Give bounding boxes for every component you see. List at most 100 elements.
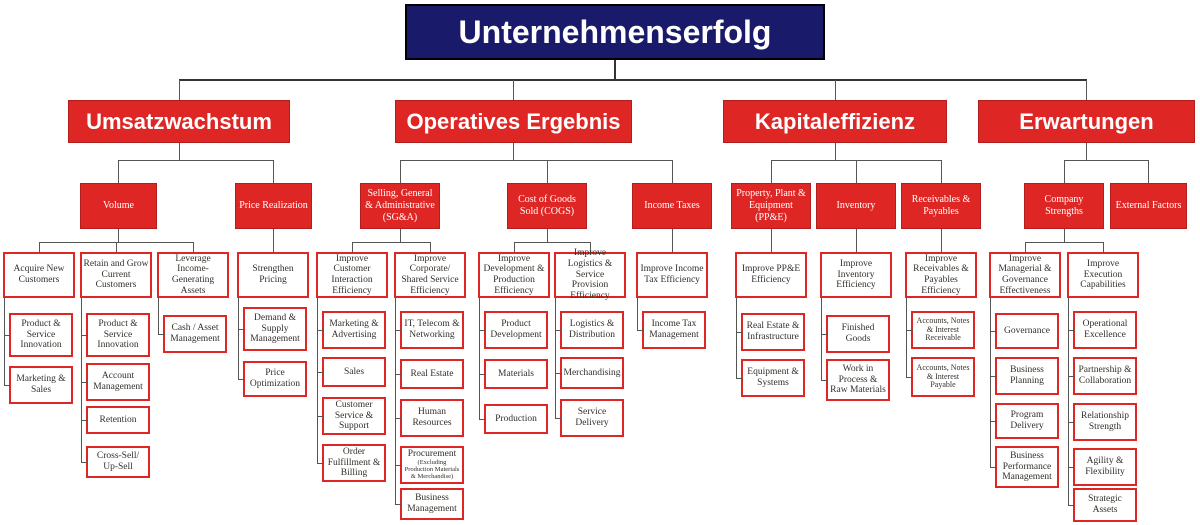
connector xyxy=(614,60,616,80)
node-improve-customer-interaction-efficiency: Improve Customer Interaction Efficiency xyxy=(316,252,388,298)
connector xyxy=(118,160,119,183)
leaf-human-resources: Human Resources xyxy=(395,399,464,437)
leaf-accounts-notes-interest-payable: Accounts, Notes & Interest Payable xyxy=(906,357,975,397)
connector xyxy=(238,298,239,379)
node-improve-ppe-efficiency: Improve PP&E Efficiency xyxy=(735,252,807,298)
connector xyxy=(1086,143,1087,160)
leaf-business-performance-management: Business Performance Management xyxy=(990,446,1059,488)
leaf-product-service-innovation: Product & Service Innovation xyxy=(4,313,73,357)
connector xyxy=(672,229,673,252)
leaf-income-tax-management: Income Tax Management xyxy=(637,311,706,349)
connector xyxy=(513,80,514,100)
leaf-demand-supply-management: Demand & Supply Management xyxy=(238,307,307,351)
node-volume: Volume xyxy=(80,183,157,229)
connector xyxy=(514,242,515,252)
node-retain-grow-customers: Retain and Grow Current Customers xyxy=(80,252,152,298)
connector xyxy=(513,143,514,160)
connector xyxy=(821,298,822,380)
leaf-real-estate: Real Estate xyxy=(395,359,464,389)
node-improve-development-production-efficiency: Improve Development & Production Efficie… xyxy=(478,252,550,298)
node-improve-managerial-governance-effectiveness: Improve Managerial & Governance Effectiv… xyxy=(989,252,1061,298)
node-ppe: Property, Plant & Equipment (PP&E) xyxy=(731,183,811,229)
leaf-price-optimization: Price Optimization xyxy=(238,361,307,397)
leaf-partnership-collaboration: Partnership & Collaboration xyxy=(1068,357,1137,395)
node-strengthen-pricing: Strengthen Pricing xyxy=(237,252,309,298)
connector xyxy=(672,160,673,183)
branch-operatives-ergebnis: Operatives Ergebnis xyxy=(395,100,632,143)
connector xyxy=(273,160,274,183)
leaf-accounts-notes-interest-receivable: Accounts, Notes & Interest Receivable xyxy=(906,311,975,349)
connector xyxy=(514,242,590,243)
leaf-real-estate-infrastructure: Real Estate & Infrastructure xyxy=(736,313,805,351)
connector xyxy=(990,298,991,467)
connector xyxy=(835,143,836,160)
connector xyxy=(4,298,5,385)
connector xyxy=(941,160,942,183)
connector xyxy=(637,298,638,330)
leaf-procurement-label: Procurement xyxy=(407,449,457,460)
connector xyxy=(352,242,353,252)
connector xyxy=(1064,160,1149,161)
leaf-production: Production xyxy=(479,404,548,434)
connector xyxy=(1025,242,1026,252)
leaf-it-telecom-networking: IT, Telecom & Networking xyxy=(395,311,464,349)
connector xyxy=(479,298,480,419)
connector xyxy=(547,160,548,183)
connector xyxy=(118,160,274,161)
connector xyxy=(179,80,180,100)
connector xyxy=(400,160,672,161)
node-external-factors: External Factors xyxy=(1110,183,1187,229)
leaf-materials: Materials xyxy=(479,359,548,389)
leaf-merchandising: Merchandising xyxy=(555,357,624,389)
connector xyxy=(590,242,591,252)
connector xyxy=(1148,160,1149,183)
leaf-agility-flexibility: Agility & Flexibility xyxy=(1068,448,1137,486)
connector xyxy=(1086,80,1087,100)
node-improve-inventory-efficiency: Improve Inventory Efficiency xyxy=(820,252,892,298)
node-company-strengths: Company Strengths xyxy=(1024,183,1104,229)
connector xyxy=(1064,229,1065,242)
leaf-equipment-systems: Equipment & Systems xyxy=(736,359,805,397)
branch-umsatzwachstum: Umsatzwachstum xyxy=(68,100,290,143)
connector xyxy=(179,143,180,160)
leaf-cross-sell-up-sell: Cross-Sell/ Up-Sell xyxy=(81,446,150,478)
node-improve-logistics-service-provision-efficiency: Improve Logistics & Service Provision Ef… xyxy=(554,248,626,301)
connector xyxy=(1103,242,1104,252)
leaf-business-management: Business Management xyxy=(395,488,464,520)
connector xyxy=(400,229,401,242)
connector xyxy=(906,298,907,377)
connector xyxy=(317,298,318,463)
connector xyxy=(430,242,431,252)
node-leverage-income-generating-assets: Leverage Income-Generating Assets xyxy=(157,252,229,298)
leaf-sales: Sales xyxy=(317,357,386,387)
leaf-program-delivery: Program Delivery xyxy=(990,403,1059,439)
connector xyxy=(856,160,857,183)
connector xyxy=(116,242,117,252)
leaf-service-delivery: Service Delivery xyxy=(555,399,624,437)
leaf-marketing-advertising: Marketing & Advertising xyxy=(317,311,386,349)
connector xyxy=(158,298,159,334)
connector xyxy=(395,298,396,504)
leaf-order-fulfillment-billing: Order Fulfillment & Billing xyxy=(317,444,386,482)
leaf-governance: Governance xyxy=(990,313,1059,349)
node-income-taxes: Income Taxes xyxy=(632,183,712,229)
leaf-strategic-assets: Strategic Assets xyxy=(1068,488,1137,522)
node-cogs: Cost of Goods Sold (COGS) xyxy=(507,183,587,229)
connector xyxy=(941,229,942,252)
node-improve-corporate-shared-service-efficiency: Improve Corporate/ Shared Service Effici… xyxy=(394,252,466,298)
connector xyxy=(1064,160,1065,183)
connector xyxy=(736,298,737,378)
connector xyxy=(193,242,194,252)
leaf-product-service-innovation: Product & Service Innovation xyxy=(81,313,150,357)
leaf-operational-excellence: Operational Excellence xyxy=(1068,311,1137,349)
connector xyxy=(771,229,772,252)
leaf-work-in-process-raw-materials: Work in Process & Raw Materials xyxy=(821,359,890,401)
leaf-business-planning: Business Planning xyxy=(990,357,1059,395)
node-improve-income-tax-efficiency: Improve Income Tax Efficiency xyxy=(636,252,708,298)
leaf-finished-goods: Finished Goods xyxy=(821,315,890,353)
branch-kapitaleffizienz: Kapitaleffizienz xyxy=(723,100,947,143)
connector xyxy=(81,298,82,462)
connector xyxy=(400,160,401,183)
leaf-cash-asset-management: Cash / Asset Management xyxy=(158,315,227,353)
